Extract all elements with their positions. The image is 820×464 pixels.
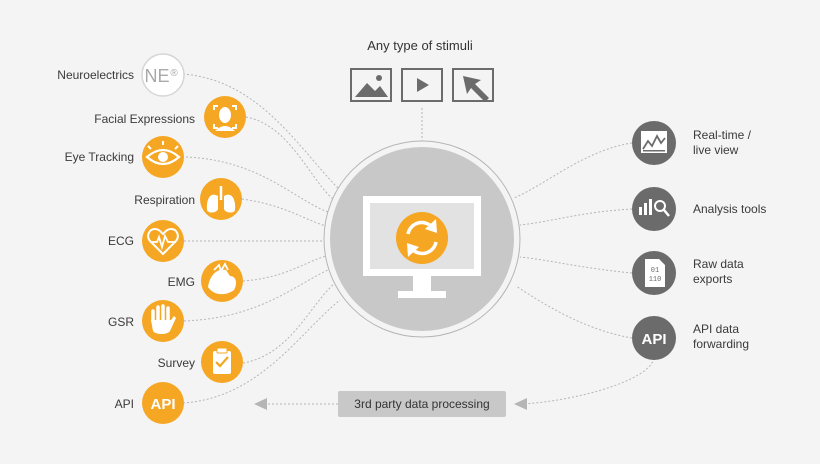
eye-icon <box>142 136 184 178</box>
heart-ecg-icon <box>142 220 184 262</box>
ne-logo-text: NE <box>144 66 169 86</box>
image-stimulus-icon <box>350 68 392 102</box>
source-label-ecg: ECG <box>107 234 134 248</box>
muscle-icon <box>201 260 243 302</box>
ne-logo-icon: NE ® <box>141 53 185 97</box>
analysis-icon <box>632 187 676 231</box>
connector-neuroelectrics <box>182 73 339 189</box>
binary-text-1: 01 <box>651 267 659 275</box>
output-label-raw: Raw data exports <box>693 257 744 286</box>
source-label-respiration: Respiration <box>134 193 195 207</box>
clipboard-icon <box>201 341 243 383</box>
source-label-eye: Eye Tracking <box>64 150 134 164</box>
sync-icon <box>396 212 448 264</box>
api-left-text: API <box>150 396 175 413</box>
connector-to-3rdparty <box>523 357 655 405</box>
connector-facial <box>245 116 335 201</box>
source-label-facial: Facial Expressions <box>94 112 195 126</box>
api-left-icon: API <box>142 382 184 424</box>
connector-gsr <box>183 269 329 322</box>
central-hub <box>323 140 521 338</box>
right-connectors <box>266 142 655 405</box>
source-label-gsr: GSR <box>107 315 134 329</box>
ne-logo-mark: ® <box>170 68 178 79</box>
connector-api-left <box>182 299 341 404</box>
third-party-label: 3rd party data processing <box>354 397 490 411</box>
binary-text-2: 110 <box>649 276 662 284</box>
connector-analysis <box>519 208 633 226</box>
source-label-survey: Survey <box>157 356 195 370</box>
api-right-text: API <box>641 331 666 348</box>
connector-survey <box>242 283 335 364</box>
source-label-api: API <box>114 397 134 411</box>
binary-file-icon: 01 110 <box>632 251 676 295</box>
arrow-to-api-left <box>254 398 267 410</box>
output-label-live: Real-time / live view <box>693 128 752 157</box>
hand-icon <box>142 300 184 342</box>
stimuli-title: Any type of stimuli <box>367 38 473 53</box>
video-stimulus-icon <box>401 68 443 102</box>
connector-api-right <box>515 285 633 339</box>
lungs-icon <box>200 178 242 220</box>
connector-emg <box>242 255 327 282</box>
live-chart-icon <box>632 121 676 165</box>
source-label-emg: EMG <box>167 275 195 289</box>
connector-eye <box>185 156 329 213</box>
source-label-neuroelectrics: Neuroelectrics <box>57 68 134 82</box>
api-right-icon: API <box>632 316 676 360</box>
connector-respiration <box>241 198 327 227</box>
connector-raw <box>519 256 633 274</box>
arrow-to-3rdparty <box>514 398 527 410</box>
left-connectors <box>182 73 423 404</box>
third-party-box: 3rd party data processing <box>338 391 506 417</box>
face-icon <box>204 96 246 138</box>
connector-live <box>513 142 633 199</box>
cursor-stimulus-icon <box>452 68 494 102</box>
output-label-analysis: Analysis tools <box>693 202 767 216</box>
output-label-api: API data forwarding <box>693 322 750 351</box>
